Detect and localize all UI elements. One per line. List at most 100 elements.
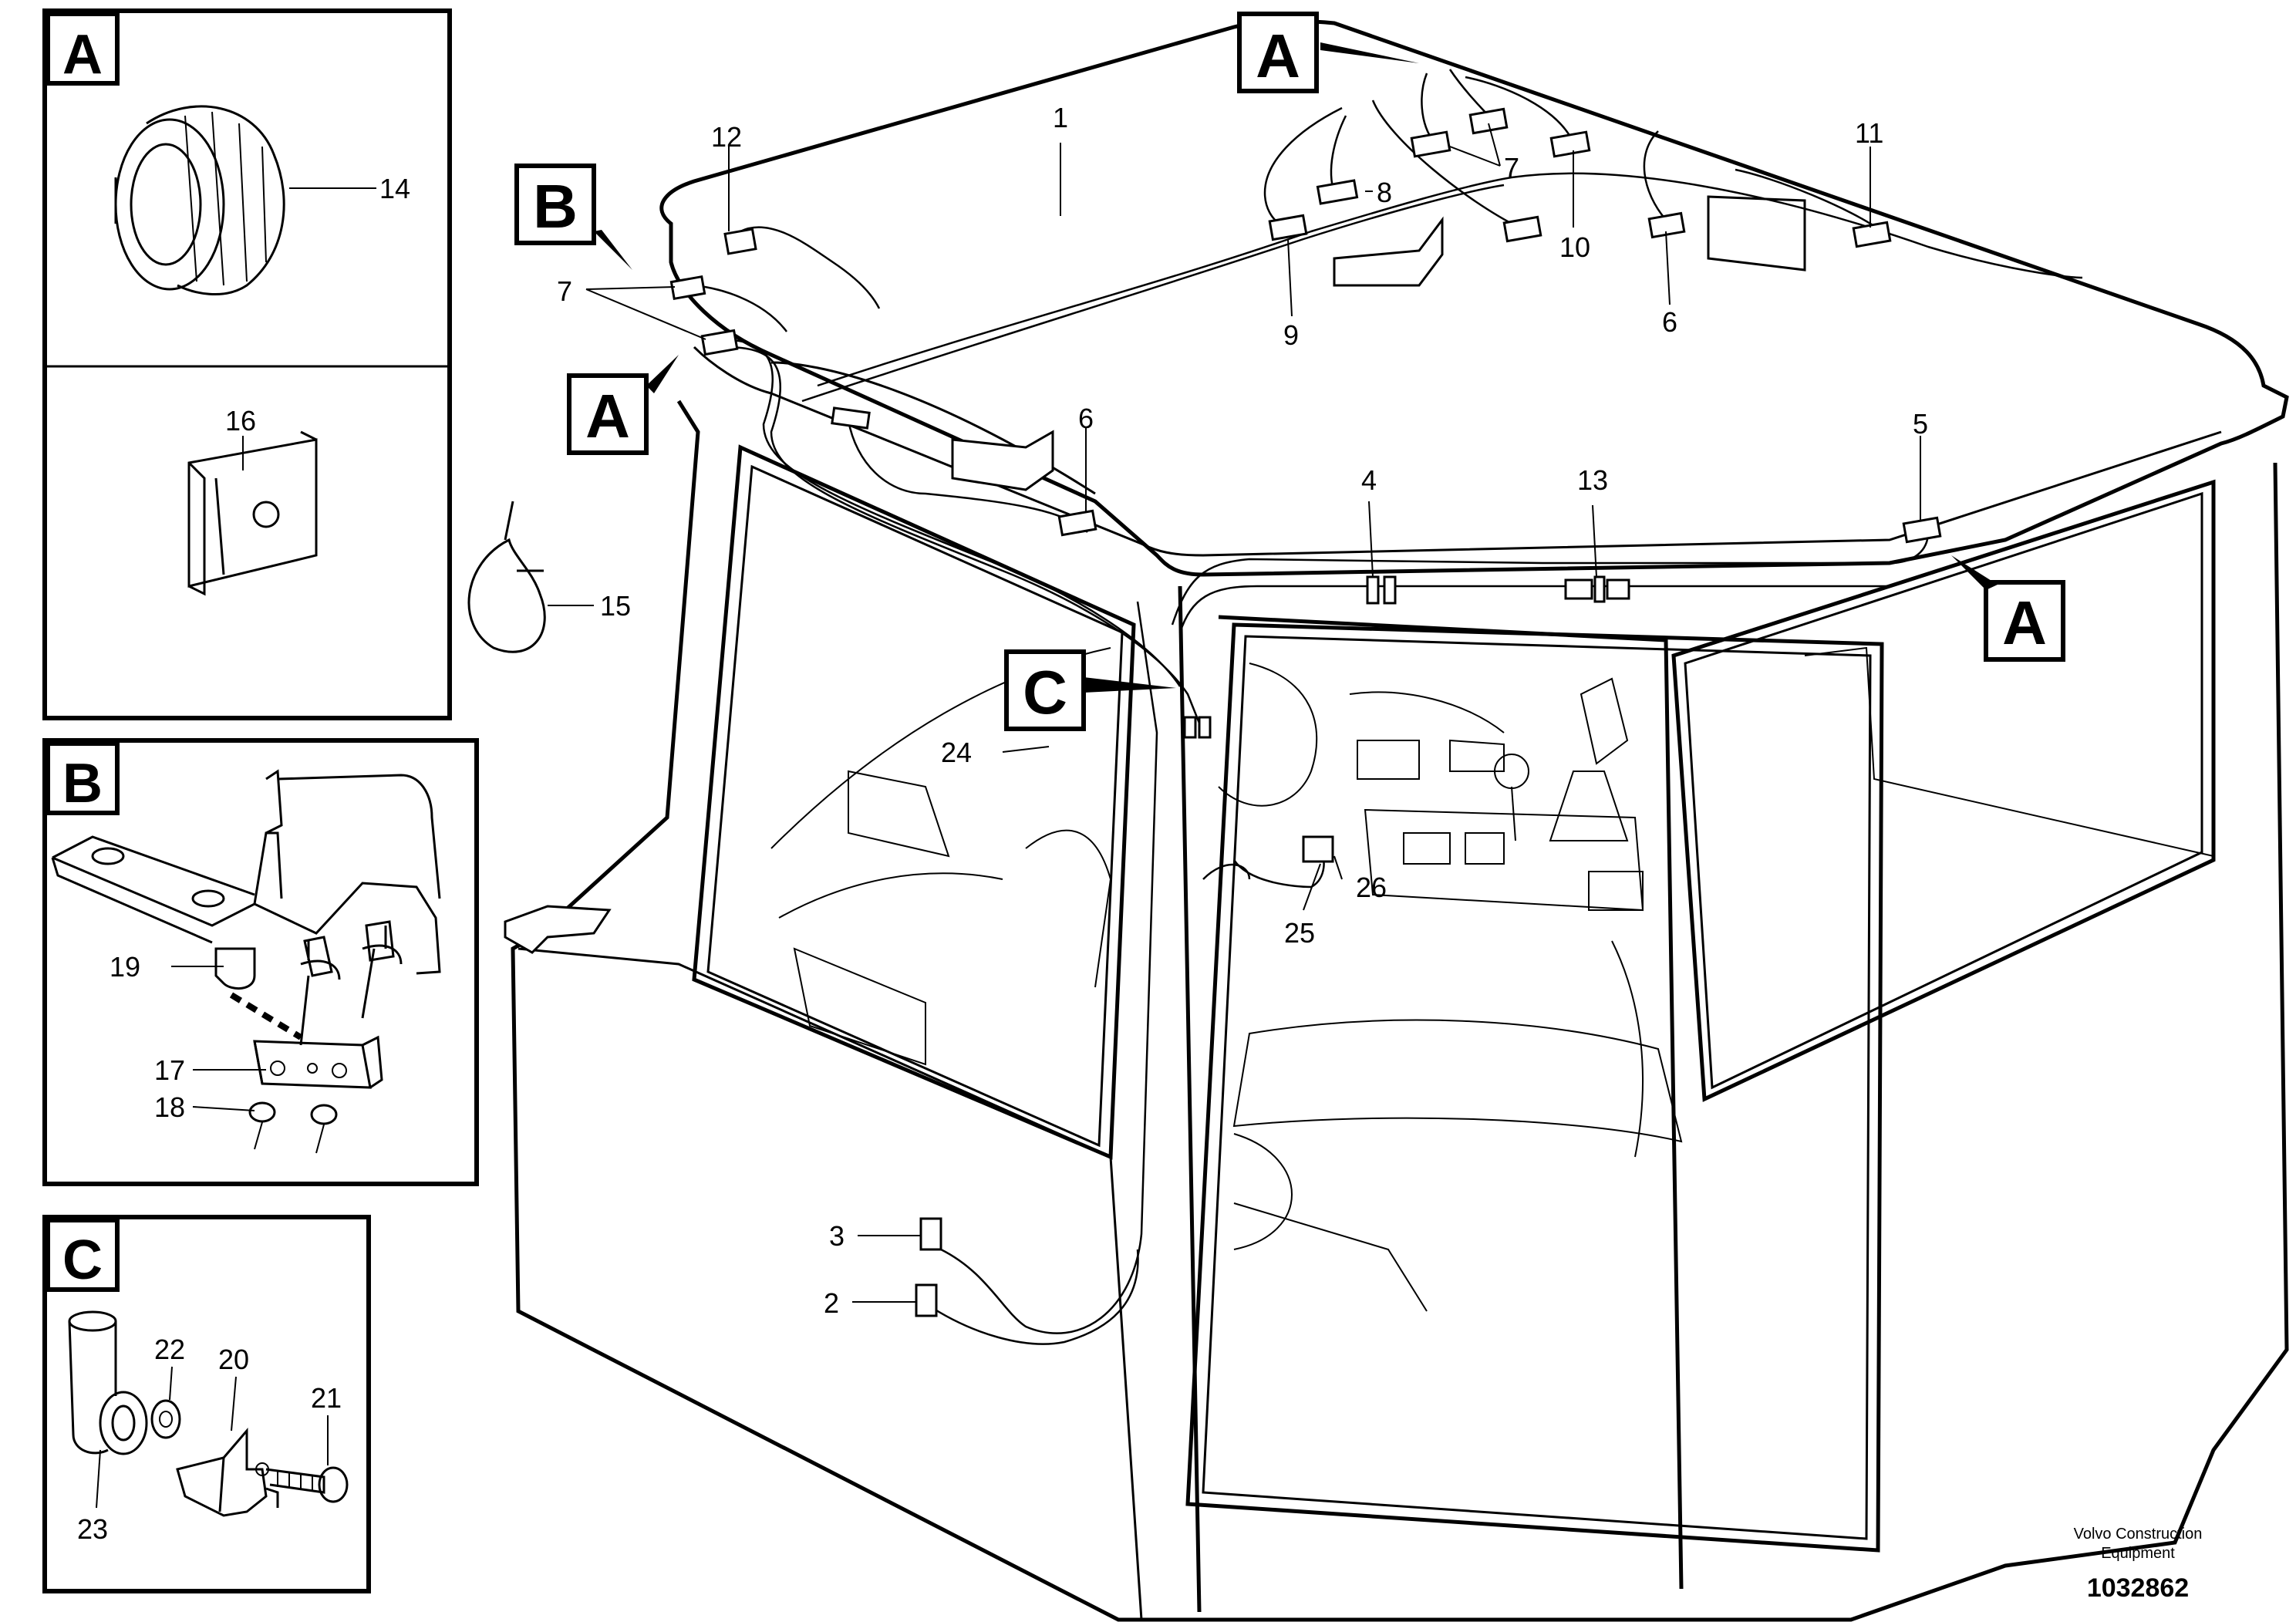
inset-a-letter: A [62, 24, 103, 86]
label-part-9: 9 [1283, 319, 1299, 351]
svg-text:C: C [1023, 658, 1067, 727]
wiring-harness [669, 69, 2083, 1345]
clip-bracket-icon [187, 430, 318, 596]
label-part-22: 22 [154, 1334, 185, 1365]
label-part-19: 19 [110, 951, 140, 983]
harness-roof-branch-9 [1263, 106, 1343, 225]
elbow-grommet-icon [68, 1310, 148, 1455]
label-part-11: 11 [1855, 117, 1883, 149]
svg-text:A: A [1256, 22, 1300, 90]
label-part-24: 24 [941, 737, 972, 768]
cable-tie-icon [467, 501, 546, 653]
harness-main-roof-2 [801, 184, 1505, 403]
connector-7c [1410, 130, 1451, 158]
callout-a-top: A [1237, 12, 1419, 93]
left-side-window-inner [706, 464, 1124, 1148]
harness-roof-branch-11 [1735, 168, 1883, 233]
callout-b: B [514, 164, 632, 270]
interior-sketch [770, 647, 1683, 1312]
label-part-4: 4 [1361, 464, 1377, 496]
connector-10 [1549, 130, 1591, 158]
label-part-15: 15 [600, 590, 631, 622]
label-part-23: 23 [77, 1513, 108, 1545]
door-switch-icon [176, 1427, 279, 1517]
washer-icon [150, 1399, 181, 1439]
connector-13c [1606, 578, 1630, 600]
connector-6R [1647, 211, 1686, 239]
door-window-inner [1202, 635, 1872, 1540]
brand-line-2: Equipment [2101, 1545, 2175, 1562]
connector-12 [723, 228, 757, 255]
svg-text:B: B [533, 172, 578, 241]
label-part-12: 12 [711, 121, 742, 153]
cab-left-panel-lower [518, 947, 1143, 1620]
inset-a: A 14 16 [42, 8, 452, 720]
label-part-7-right: 7 [1504, 152, 1519, 184]
door-window [1185, 622, 1884, 1553]
connector-13b [1593, 575, 1606, 603]
cab-door-frame [1178, 585, 1684, 1613]
label-part-5: 5 [1913, 408, 1928, 440]
connector-8 [1316, 179, 1359, 205]
connector-7d [1468, 107, 1509, 135]
label-part-17: 17 [154, 1054, 185, 1086]
label-part-16: 16 [225, 405, 256, 437]
connector-5 [1902, 516, 1942, 544]
connector-26 [1302, 835, 1334, 863]
inset-c-letter: C [62, 1229, 103, 1291]
connector-3 [919, 1217, 942, 1251]
label-part-1: 1 [1053, 102, 1068, 133]
label-part-8: 8 [1377, 177, 1392, 208]
connector-11 [1852, 221, 1892, 248]
cap-nut-icon [114, 105, 285, 296]
footer: Volvo Construction Equipment 1032862 [2074, 1526, 2203, 1603]
connector-2 [915, 1283, 938, 1317]
harness-main-roof [817, 172, 2083, 387]
connector-13a [1564, 578, 1593, 600]
roof-module-center [1333, 216, 1444, 287]
label-part-6-left: 6 [1078, 403, 1094, 434]
label-part-2: 2 [824, 1287, 839, 1319]
right-side-window-inner [1684, 491, 2203, 1090]
connector-C-a [1183, 716, 1197, 739]
drawing-number: 1032862 [2087, 1573, 2189, 1603]
roof-inner-edge [693, 346, 2222, 557]
svg-text:A: A [585, 382, 630, 450]
screw-bolt-icon [265, 1466, 349, 1503]
sensor-switch-icon [214, 947, 303, 1040]
cab-illustration [504, 19, 2289, 1622]
connector-4a [1366, 575, 1380, 605]
harness-roof-branch-6 [847, 420, 1088, 533]
left-bracket [504, 905, 612, 954]
label-part-21: 21 [311, 1382, 342, 1414]
label-part-6-right: 6 [1662, 306, 1677, 338]
label-part-10: 10 [1559, 231, 1590, 263]
callout-a-left: A [567, 355, 679, 455]
callout-a-right: A [1951, 555, 2065, 662]
cab-left-side [511, 400, 2289, 1622]
label-part-18: 18 [154, 1091, 185, 1123]
label-part-25: 25 [1284, 917, 1315, 949]
nut-washer-icon [248, 1101, 338, 1154]
harness-down-pillar [940, 601, 1158, 1334]
label-part-20: 20 [218, 1344, 249, 1375]
roof-module-right [1707, 195, 1806, 271]
harness-left-drop [724, 346, 1205, 733]
callout-c: C [1004, 649, 1176, 731]
roof-module-left [951, 430, 1054, 491]
inset-b-letter: B [62, 753, 103, 814]
connector-C-b [1198, 716, 1212, 739]
harness-front-rail [1171, 531, 1930, 626]
connector-6 [1057, 509, 1097, 537]
inset-b: B [42, 738, 479, 1186]
svg-text:A: A [2002, 588, 2047, 657]
connector-7b [700, 329, 739, 356]
connector-4b [1383, 575, 1397, 605]
connector-6L-roof [831, 406, 871, 430]
callouts: 1 12 7 6 9 8 7 10 6 11 5 4 13 24 26 25 3… [514, 12, 2065, 1319]
left-side-window [692, 444, 1136, 1160]
brand-line-1: Volvo Construction [2074, 1526, 2203, 1543]
harness-roof-branch-10b [1465, 76, 1575, 143]
inset-c: C 22 20 21 23 [42, 1215, 371, 1593]
